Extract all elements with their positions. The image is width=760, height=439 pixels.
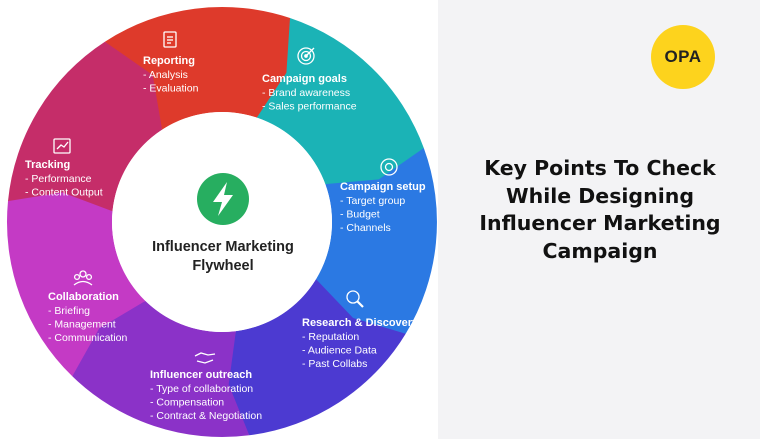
segment-collaboration <box>6 184 146 377</box>
segment-title-campaign-goals: Campaign goals <box>262 73 347 85</box>
headline-line-3: Influencer Marketing <box>479 211 721 235</box>
segment-item-collaboration-1: - Management <box>48 319 116 331</box>
logo-text: OPA <box>664 47 702 66</box>
gear-icon <box>380 158 398 176</box>
target-icon <box>297 47 315 65</box>
segment-title-research: Research & Discovery <box>302 317 419 329</box>
segment-reporting <box>104 6 294 130</box>
segment-item-collaboration-0: - Briefing <box>48 305 90 317</box>
segment-title-outreach: Influencer outreach <box>150 369 252 381</box>
headline-line-1: Key Points To Check <box>484 156 716 180</box>
segment-item-campaign-setup-0: - Target group <box>340 195 405 207</box>
headline-line-4: Campaign <box>542 238 658 263</box>
report-icon <box>163 31 177 48</box>
chart-icon <box>53 138 71 154</box>
segment-campaign-setup <box>316 148 437 334</box>
magnifier-icon <box>346 290 364 308</box>
segment-item-research-1: - Audience Data <box>302 345 377 357</box>
segment-item-reporting-0: - Analysis <box>143 69 188 81</box>
segment-research <box>220 279 406 436</box>
segment-item-collaboration-2: - Communication <box>48 332 128 344</box>
segment-item-campaign-goals-0: - Brand awareness <box>262 87 350 99</box>
segment-item-campaign-setup-1: - Budget <box>340 209 380 221</box>
segment-item-tracking-0: - Performance <box>25 173 92 185</box>
segment-item-outreach-1: - Compensation <box>150 397 224 409</box>
lightning-icon <box>197 173 249 225</box>
segment-item-tracking-1: - Content Output <box>25 187 103 199</box>
headline: Key Points To Check While Designing Infl… <box>450 155 750 265</box>
handshake-icon <box>194 352 216 364</box>
team-icon <box>73 270 93 286</box>
segment-title-reporting: Reporting <box>143 55 195 67</box>
headline-line-2: While Designing <box>505 183 694 208</box>
segment-item-reporting-1: - Evaluation <box>143 83 199 95</box>
segment-item-campaign-setup-2: - Channels <box>340 222 391 234</box>
flywheel-diagram: Influencer Marketing Flywheel Reporting -… <box>6 6 437 438</box>
opa-logo: OPA <box>651 25 715 89</box>
center-title-line-2: Flywheel <box>192 258 253 274</box>
segment-item-research-0: - Reputation <box>302 331 359 343</box>
segment-title-tracking: Tracking <box>25 159 70 171</box>
segment-item-outreach-2: - Contract & Negotiation <box>150 410 262 422</box>
center-title-line-1: Influencer Marketing <box>152 239 294 255</box>
segment-tracking <box>8 41 163 212</box>
segment-title-collaboration: Collaboration <box>48 291 119 303</box>
segment-item-outreach-0: - Type of collaboration <box>150 383 253 395</box>
segment-item-research-2: - Past Collabs <box>302 358 367 370</box>
segment-item-campaign-goals-1: - Sales performance <box>262 101 357 113</box>
segment-title-campaign-setup: Campaign setup <box>340 181 426 193</box>
segment-outreach <box>72 300 250 438</box>
